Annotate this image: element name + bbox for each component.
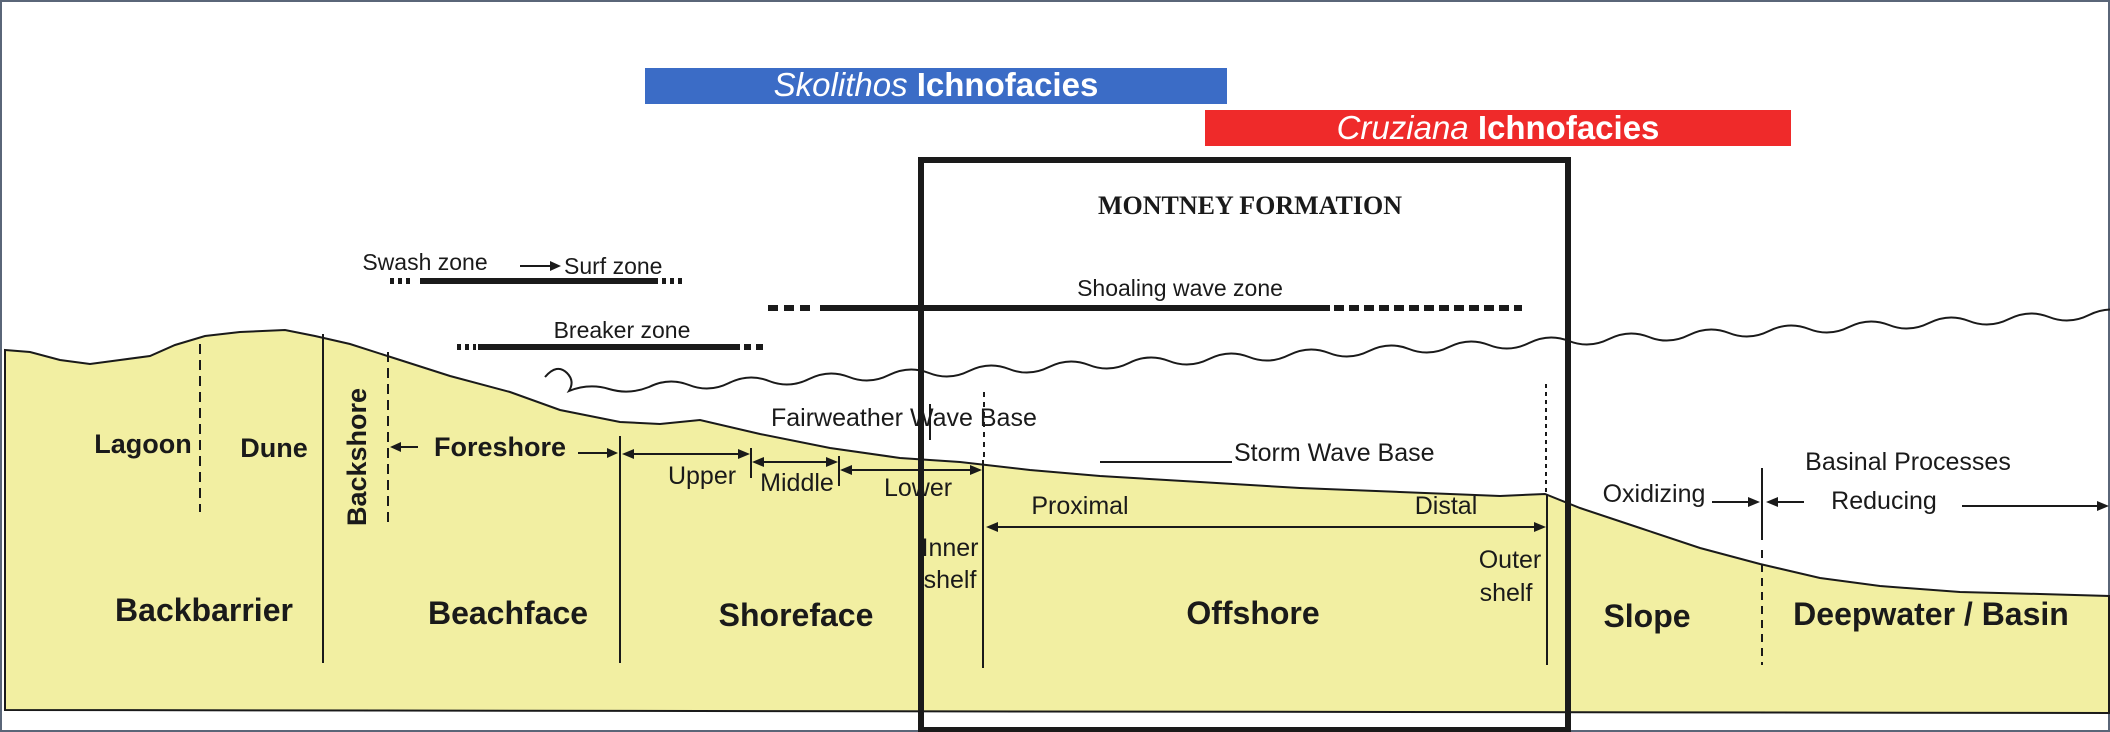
middle-label: Middle [760,469,834,497]
outer-shelf-label-1: Outer [1479,546,1542,574]
outer-shelf-label-2: shelf [1480,579,1533,607]
cruziana-bar [1205,110,1791,146]
shoaling-zone-label: Shoaling wave zone [1077,275,1283,301]
storm-wave-base-label: Storm Wave Base [1234,439,1435,467]
env-deepwater-basin: Deepwater / Basin [1793,596,2069,632]
env-backbarrier: Backbarrier [115,592,293,628]
sediment-profile [4,328,2110,715]
foreshore-arrow [390,442,618,458]
oxidizing-arrow [1712,497,1760,507]
fairweather-wave-base-label: Fairweather Wave Base [771,404,1037,432]
skolithos-label: Skolithos Ichnofacies [774,66,1099,103]
lagoon-label: Lagoon [94,429,191,459]
foreshore-label: Foreshore [434,432,566,462]
dune-label: Dune [240,433,308,463]
distal-label: Distal [1415,492,1478,520]
montney-title: MONTNEY FORMATION [1098,191,1402,220]
surf-zone-label: Surf zone [564,253,662,279]
basinal-processes-label: Basinal Processes [1805,448,2011,476]
swash-to-surf-arrow [520,261,561,271]
skolithos-bar [645,68,1227,104]
reducing-arrow [1766,497,2109,511]
oxidizing-label: Oxidizing [1603,480,1706,508]
backshore-label: Backshore [342,388,372,526]
proximal-label: Proximal [1031,492,1128,520]
montney-box [918,157,1571,732]
lower-label: Lower [884,474,952,502]
env-slope: Slope [1603,598,1690,634]
cruziana-label: Cruziana Ichnofacies [1337,109,1660,146]
env-offshore: Offshore [1186,595,1319,631]
swash-zone-label: Swash zone [362,249,487,275]
inner-shelf-label-1: Inner [922,534,979,562]
upper-label: Upper [668,462,736,490]
reducing-label: Reducing [1831,487,1937,515]
shoreface-subdivision-arrows [622,448,982,486]
sea-surface [544,308,2110,394]
offshore-arrow [986,522,1546,532]
env-shoreface: Shoreface [719,597,874,633]
env-beachface: Beachface [428,595,588,631]
inner-shelf-label-2: shelf [924,566,977,594]
boundary-lines [199,334,1763,668]
breaker-zone-label: Breaker zone [554,317,691,343]
